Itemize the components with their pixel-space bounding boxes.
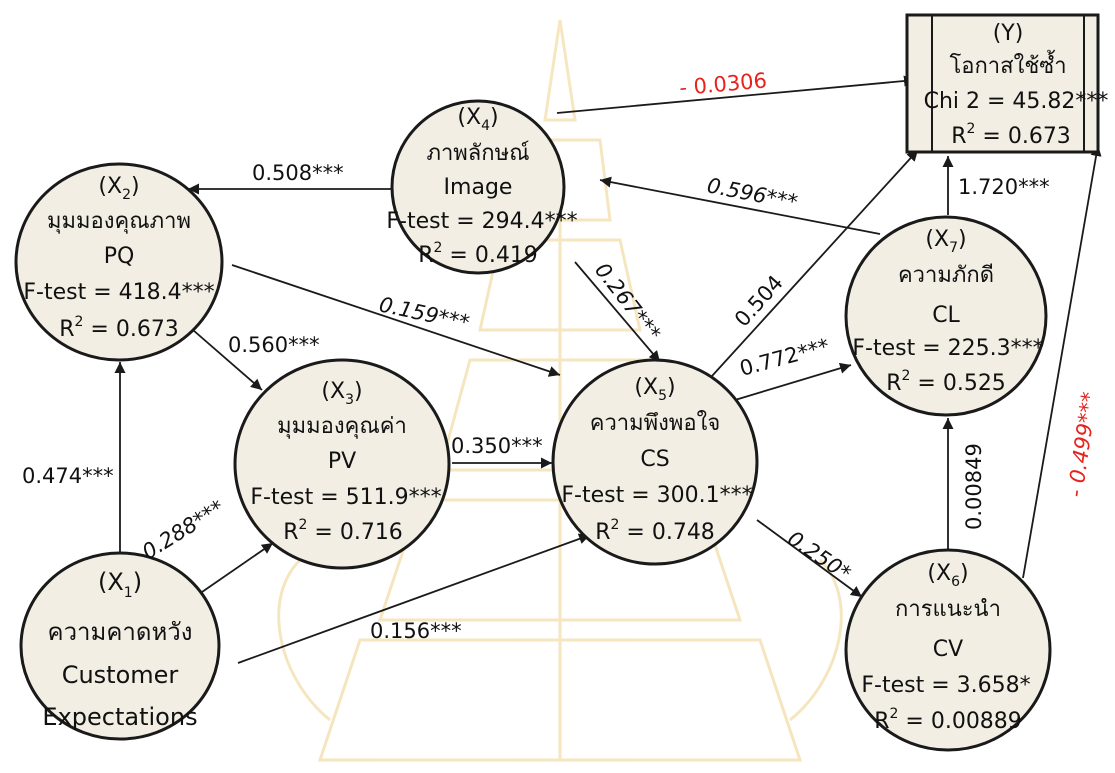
node-x3: (X3) มุมมองคุณค่า PV F-test = 511.9*** R… bbox=[235, 360, 449, 568]
node-x6-thai: การแนะนำ bbox=[895, 597, 1001, 622]
node-x5-id: (X5) bbox=[634, 375, 675, 404]
coef-x6-x7: 0.00849 bbox=[962, 443, 986, 530]
node-x6: (X6) การแนะนำ CV F-test = 3.658* R2 = 0.… bbox=[846, 550, 1050, 750]
node-x4-id: (X4) bbox=[457, 105, 498, 134]
node-x2-id: (X2) bbox=[98, 174, 139, 203]
node-x2-ftest: F-test = 418.4*** bbox=[23, 280, 214, 305]
node-y-chi: Chi 2 = 45.82*** bbox=[924, 89, 1109, 114]
node-x7-id: (X7) bbox=[925, 227, 966, 256]
coef-x1-x3: 0.288*** bbox=[138, 495, 228, 564]
node-x4: (X4) ภาพลักษณ์ Image F-test = 294.4*** R… bbox=[386, 101, 577, 273]
node-x6-ftest: F-test = 3.658* bbox=[861, 673, 1030, 698]
node-x1-en2: Expectations bbox=[42, 703, 197, 731]
node-x5: (X5) ความพึงพอใจ CS F-test = 300.1*** R2… bbox=[553, 360, 757, 564]
node-x5-thai: ความพึงพอใจ bbox=[590, 410, 721, 436]
node-x3-id: (X3) bbox=[321, 379, 362, 408]
coef-x1-x5: 0.156*** bbox=[370, 619, 462, 643]
coef-x3-x5: 0.350*** bbox=[451, 434, 543, 458]
arrow-x1-x3 bbox=[202, 543, 273, 592]
coef-x4-x2: 0.508*** bbox=[252, 161, 344, 185]
node-x6-id: (X6) bbox=[927, 561, 968, 590]
coef-x6-y: - 0.499*** bbox=[1063, 391, 1102, 499]
node-x6-en: CV bbox=[933, 637, 963, 662]
coef-x5-x7: 0.772*** bbox=[737, 334, 832, 381]
coef-x2-x3: 0.560*** bbox=[228, 333, 320, 357]
coef-x5-x6: 0.250* bbox=[783, 526, 855, 585]
node-x5-ftest: F-test = 300.1*** bbox=[561, 483, 752, 508]
node-y-thai: โอกาสใช้ซ้ำ bbox=[949, 50, 1066, 79]
node-x7-en: CL bbox=[932, 303, 960, 328]
coef-x7-x4: 0.596*** bbox=[705, 173, 800, 214]
node-x5-en: CS bbox=[640, 447, 669, 472]
node-y: (Y) โอกาสใช้ซ้ำ Chi 2 = 45.82*** R2 = 0.… bbox=[907, 15, 1108, 152]
coef-x1-x2: 0.474*** bbox=[22, 464, 114, 488]
arrow-x2-x5 bbox=[232, 265, 560, 375]
node-x2: (X2) มุมมองคุณภาพ PQ F-test = 418.4*** R… bbox=[16, 164, 222, 360]
node-y-id: (Y) bbox=[993, 21, 1024, 46]
node-x7: (X7) ความภักดี CL F-test = 225.3*** R2 =… bbox=[846, 217, 1046, 415]
node-x1-en1: Customer bbox=[62, 661, 179, 689]
node-x2-en: PQ bbox=[104, 244, 135, 269]
node-x3-ftest: F-test = 511.9*** bbox=[250, 485, 441, 510]
node-x7-ftest: F-test = 225.3*** bbox=[852, 336, 1043, 361]
node-x3-en: PV bbox=[328, 449, 356, 474]
node-x2-thai: มุมมองคุณภาพ bbox=[47, 209, 191, 234]
node-x4-en: Image bbox=[444, 175, 513, 200]
node-x4-ftest: F-test = 294.4*** bbox=[386, 209, 577, 234]
node-x3-thai: มุมมองคุณค่า bbox=[277, 414, 407, 439]
node-x4-thai: ภาพลักษณ์ bbox=[426, 141, 529, 166]
node-x1: (X1) ความคาดหวัง Customer Expectations bbox=[21, 553, 219, 739]
coef-y-x7: 1.720*** bbox=[958, 175, 1050, 199]
node-x1-thai: ความคาดหวัง bbox=[48, 618, 193, 646]
node-x7-thai: ความภักดี bbox=[898, 263, 994, 288]
